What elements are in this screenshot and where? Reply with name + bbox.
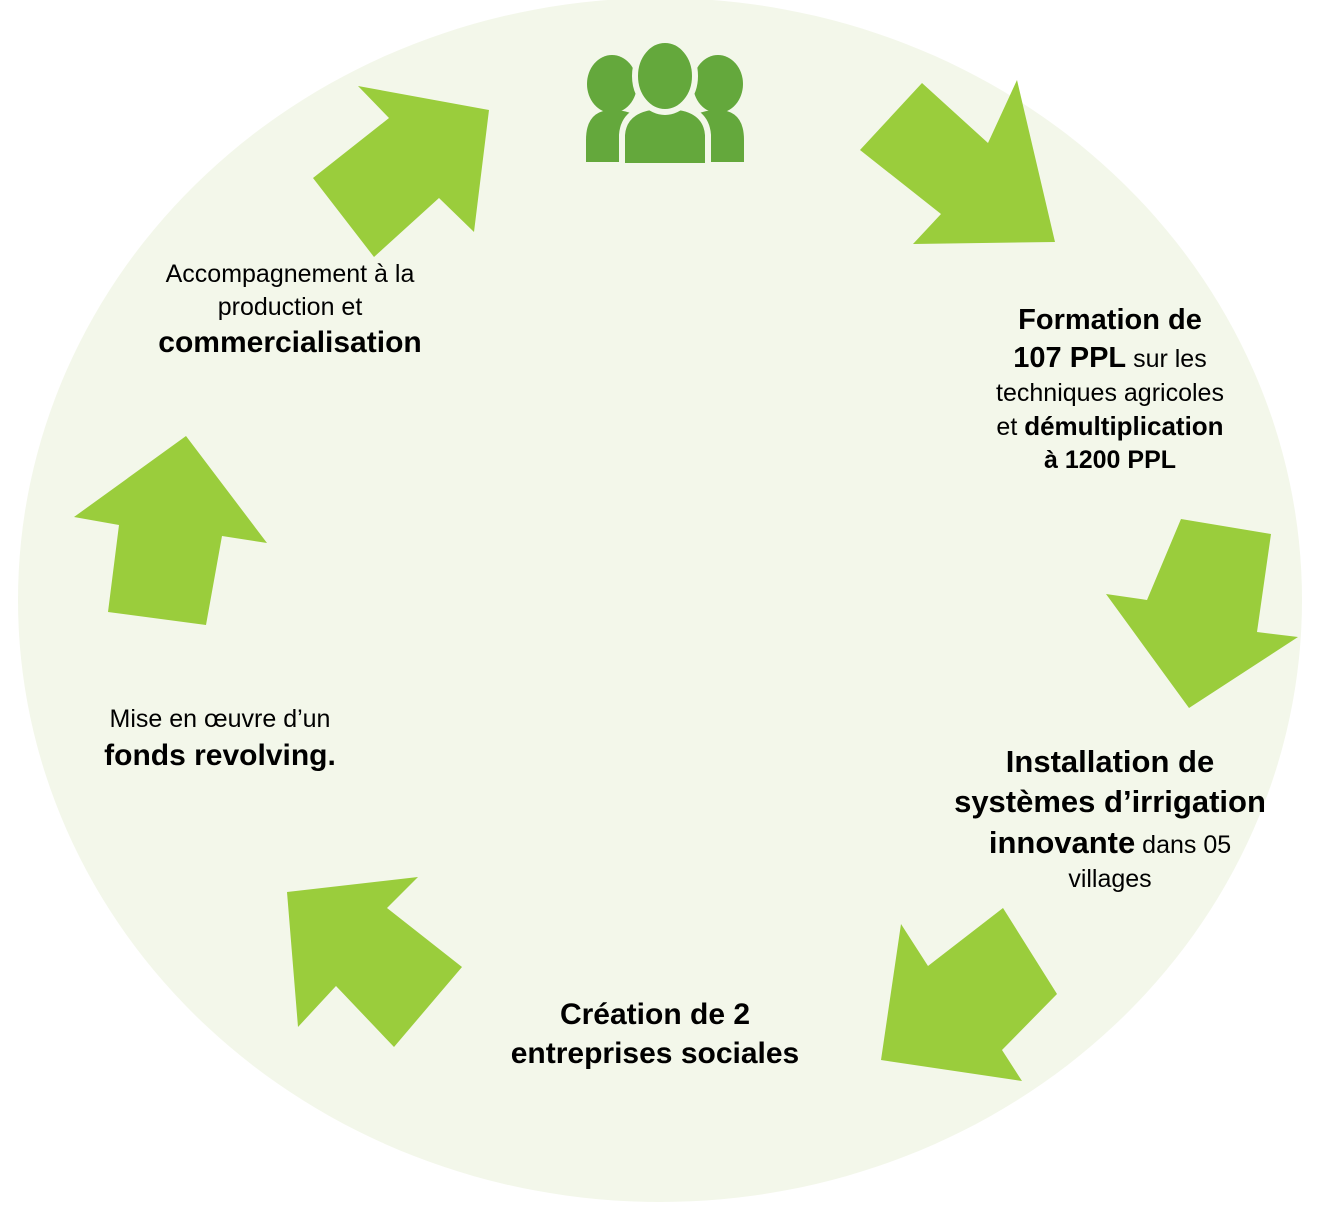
accomp-bold1: commercialisation [158,326,422,359]
installation-bold2: systèmes d’irrigation [954,784,1266,820]
arrow-bottom-right [881,908,1057,1081]
formation-bold3: démultiplication [1024,410,1224,441]
step-creation-label: Création de 2 entreprises sociales [470,995,840,1073]
formation-bold1: Formation de [1018,304,1202,336]
arrow-left [74,436,267,625]
installation-bold1: Installation de [1005,744,1215,779]
formation-normal1: sur les [1126,344,1207,373]
arrow-top-left [313,86,489,257]
formation-bold2: 107 PPL [1013,341,1127,374]
installation-normal1: dans 05 [1135,830,1232,859]
creation-line1: Création de 2 [559,998,751,1031]
step-accompagnement-label: Accompagnement à la production et commer… [130,258,450,362]
creation-line2: entreprises sociales [510,1037,800,1070]
step-installation-label: Installation de systèmes d’irrigation in… [930,742,1290,895]
formation-normal2: techniques agricoles [996,379,1224,408]
installation-bold3: innovante [988,824,1136,860]
arrow-right [1106,519,1298,708]
people-group-icon [586,37,744,169]
arrow-bottom-left [287,877,462,1047]
accomp-normal2: production et [217,292,363,321]
accomp-normal1: Accompagnement à la [165,260,415,288]
formation-bold4: à 1200 PPL [1043,445,1177,474]
installation-normal2: villages [1068,864,1152,893]
fonds-bold1: fonds revolving. [104,738,336,772]
formation-normal3: et [996,412,1025,441]
step-fonds-label: Mise en œuvre d’un fonds revolving. [40,703,400,775]
fonds-normal1: Mise en œuvre d’un [109,705,331,733]
step-formation-label: Formation de 107 PPL sur les techniques … [950,302,1270,476]
arrow-top-right [860,80,1055,244]
